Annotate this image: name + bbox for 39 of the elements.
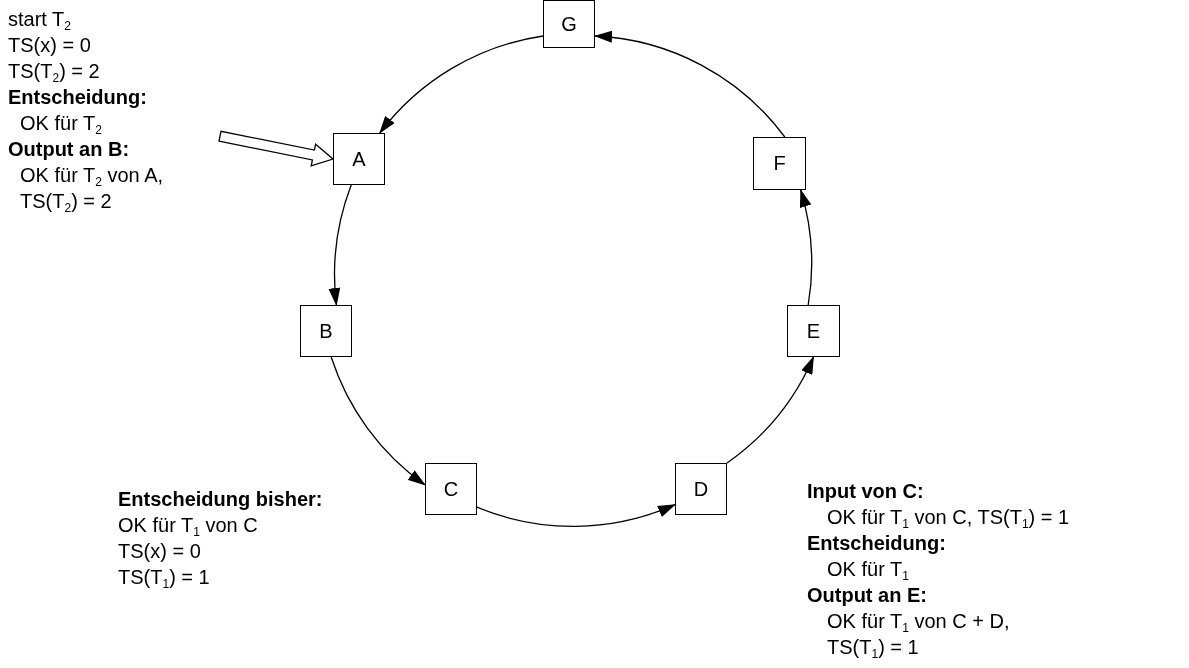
- curved-arrow: [330, 356, 426, 486]
- process-box: [787, 305, 840, 357]
- node-label: E: [806, 319, 821, 343]
- annotation-text: OK für T$_{2}$: [20, 111, 102, 136]
- process-box: [753, 137, 806, 190]
- annotation-text: TS(x) = 0: [118, 539, 201, 564]
- curved-arrow: [798, 189, 812, 306]
- node-label: C: [443, 477, 459, 501]
- annotation-text: OK für T$_{1}$ von C + D, TS(T$_{1}$) = 1: [827, 609, 1011, 660]
- node-label: A: [352, 147, 366, 171]
- annotation-text: TS(x) = 0: [8, 33, 91, 58]
- annotation-text: OK für T$_{2}$ von A, TS(T$_{2}$) = 2: [20, 163, 165, 214]
- annotation-text: OK für T$_{1}$: [827, 557, 909, 582]
- hollow-arrow: [218, 130, 335, 167]
- process-box: [425, 463, 477, 515]
- curved-arrow: [594, 31, 786, 138]
- annotation-text: TS(T$_{1}$) = 1: [118, 565, 210, 590]
- curved-arrow: [476, 503, 676, 527]
- annotation-heading: Output an E:: [807, 583, 927, 608]
- annotation-heading: Input von C:: [807, 479, 924, 504]
- process-box: [333, 133, 385, 185]
- node-label: B: [319, 319, 333, 343]
- process-box: [300, 305, 352, 357]
- annotation-heading: Entscheidung:: [807, 531, 946, 556]
- annotation-text: start T$_{2}$: [8, 7, 71, 32]
- node-label: F: [773, 152, 786, 175]
- process-box: [675, 463, 727, 515]
- annotation-heading: Entscheidung:: [8, 85, 147, 110]
- curved-arrow: [726, 356, 815, 464]
- node-label: D: [693, 477, 709, 501]
- node-label: G: [561, 12, 577, 36]
- curved-arrow: [379, 35, 544, 134]
- annotation-text: OK für T$_{1}$ von C, TS(T$_{1}$) = 1: [827, 505, 1070, 530]
- curved-arrow: [329, 184, 352, 306]
- annotation-heading: Output an B:: [8, 137, 130, 162]
- annotation-text: OK für T$_{1}$ von C: [118, 513, 258, 538]
- process-box: [543, 0, 595, 48]
- annotation-text: TS(T$_{2}$) = 2: [8, 59, 100, 84]
- annotation-heading: Entscheidung bisher:: [118, 487, 323, 512]
